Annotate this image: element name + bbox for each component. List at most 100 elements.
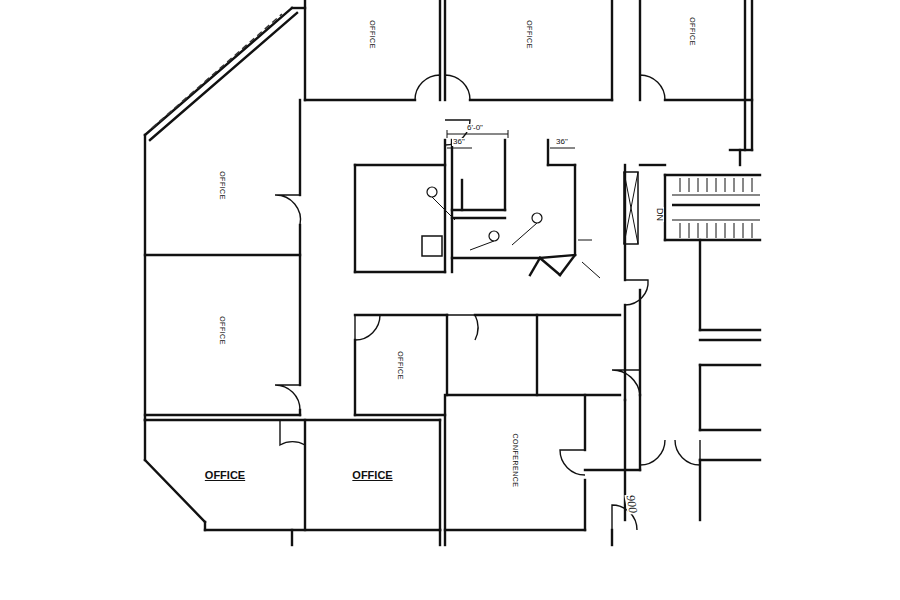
door-swing bbox=[625, 280, 648, 305]
window-line bbox=[152, 14, 282, 128]
doors bbox=[275, 75, 700, 530]
stair-tread bbox=[734, 178, 735, 192]
room-name: OFFICE bbox=[689, 17, 696, 46]
stair-tread bbox=[698, 178, 699, 192]
wall bbox=[452, 257, 540, 259]
suite-number: 900 bbox=[624, 493, 639, 515]
dimension-label: 6'-0" bbox=[466, 124, 484, 132]
room-name: OFFICE bbox=[219, 171, 226, 200]
stair-tread bbox=[725, 223, 726, 238]
stair-tread bbox=[698, 223, 699, 238]
wall bbox=[700, 459, 760, 461]
wall bbox=[144, 420, 146, 460]
wall bbox=[145, 414, 300, 416]
stair-line bbox=[672, 194, 760, 195]
stair-tread bbox=[716, 223, 717, 238]
wall bbox=[611, 530, 613, 545]
stair-tread bbox=[689, 223, 690, 238]
stair-tread bbox=[689, 178, 690, 192]
room: CONFERENCE bbox=[450, 400, 580, 520]
callout-circle bbox=[489, 231, 499, 241]
wall bbox=[444, 395, 446, 545]
wall bbox=[584, 480, 586, 530]
wall bbox=[451, 140, 453, 272]
room-name: OFFICE bbox=[525, 20, 532, 49]
dimension-label: 36" bbox=[452, 138, 466, 146]
door-swing bbox=[280, 420, 305, 445]
wall bbox=[299, 100, 301, 195]
wall bbox=[145, 419, 440, 421]
wall bbox=[699, 240, 701, 330]
wall bbox=[304, 0, 306, 100]
wall bbox=[299, 225, 301, 385]
wall bbox=[584, 395, 586, 450]
stair-tread bbox=[707, 223, 708, 238]
wall bbox=[700, 364, 760, 366]
wall bbox=[354, 340, 356, 415]
room: OFFICE bbox=[310, 4, 435, 64]
shaft-cross bbox=[624, 172, 638, 244]
wall bbox=[150, 13, 297, 140]
room: OFFICE bbox=[310, 455, 435, 495]
stair-tread bbox=[743, 223, 744, 238]
wall bbox=[447, 394, 620, 396]
wall bbox=[439, 420, 441, 530]
wall bbox=[751, 0, 753, 150]
stair-tread bbox=[752, 223, 753, 238]
door-swing bbox=[612, 370, 640, 395]
stair-line bbox=[672, 204, 760, 207]
room: OFFICE bbox=[360, 325, 440, 405]
stair-tread bbox=[734, 223, 735, 238]
room: OFFICE bbox=[150, 130, 295, 240]
wall bbox=[355, 414, 445, 416]
door-swing bbox=[275, 385, 300, 410]
wall bbox=[585, 469, 640, 471]
wall bbox=[700, 339, 760, 341]
door-swing bbox=[355, 315, 380, 340]
dimension-line bbox=[447, 130, 600, 278]
wall bbox=[291, 530, 293, 545]
door-swing bbox=[675, 440, 700, 465]
callout-circle bbox=[532, 213, 542, 223]
wall bbox=[665, 174, 760, 176]
stair-tread bbox=[752, 178, 753, 192]
shaft bbox=[624, 172, 638, 244]
wall bbox=[665, 239, 760, 241]
wall bbox=[304, 420, 306, 530]
wall bbox=[475, 314, 620, 316]
room-name: OFFICE bbox=[352, 470, 392, 481]
wall bbox=[444, 140, 446, 272]
wall bbox=[730, 149, 752, 151]
wall bbox=[540, 258, 560, 275]
wall bbox=[744, 0, 746, 150]
stair-direction: DN bbox=[655, 207, 664, 222]
wall bbox=[530, 258, 540, 275]
wall bbox=[445, 529, 585, 531]
wall bbox=[144, 135, 146, 420]
door-swing bbox=[415, 75, 440, 100]
stair-tread bbox=[743, 178, 744, 192]
wall bbox=[145, 460, 205, 522]
fixture bbox=[422, 236, 442, 256]
wall bbox=[145, 254, 300, 256]
wall bbox=[355, 271, 445, 273]
room-name: OFFICE bbox=[396, 351, 403, 380]
wall bbox=[452, 217, 505, 219]
stair-tread bbox=[680, 223, 681, 238]
wall bbox=[665, 99, 752, 101]
wall bbox=[355, 164, 445, 166]
wall bbox=[292, 7, 305, 9]
stair-tread bbox=[707, 178, 708, 192]
door-swing bbox=[560, 450, 585, 475]
wall bbox=[540, 255, 575, 258]
wall bbox=[700, 429, 760, 431]
door-swing bbox=[640, 75, 665, 100]
wall bbox=[504, 140, 506, 210]
wall bbox=[640, 164, 665, 166]
wall bbox=[439, 530, 441, 545]
stair-tread bbox=[725, 178, 726, 192]
door-swing bbox=[275, 195, 301, 225]
room: OFFICE bbox=[645, 4, 740, 59]
dimension-label: 36" bbox=[555, 138, 569, 146]
